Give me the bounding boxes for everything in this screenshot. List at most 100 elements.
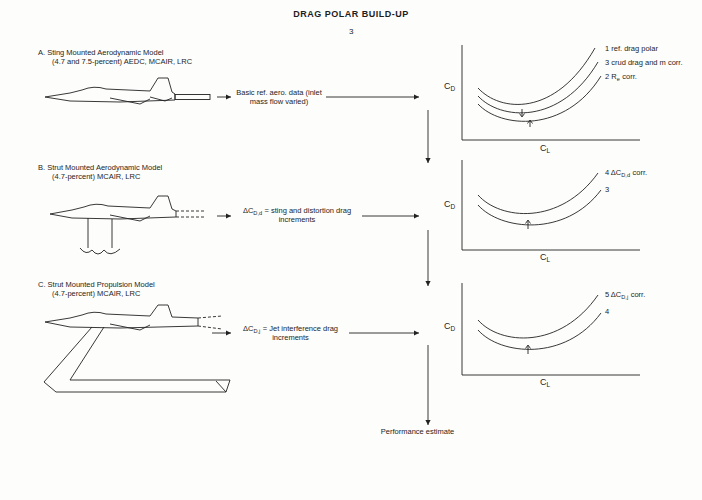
axis-label: CL (540, 253, 550, 262)
drag-polar-chart: CDCL4 ΔCD,dcorr.3 (420, 165, 690, 230)
arrow-line (326, 97, 419, 98)
axis-label: CD (444, 322, 455, 331)
label-text: 4 ΔC (605, 168, 621, 177)
label-text: 1 ref. drag polar (605, 44, 658, 53)
note-text: ΔC (243, 324, 253, 333)
model-details: (4.7 and 7.5-percent) AEDC, MCAIR, LRC (38, 57, 217, 66)
model-heading: C. Strut Mounted Propulsion Model (38, 280, 212, 289)
subscript: D (451, 85, 456, 92)
subscript: D (451, 203, 456, 210)
aircraft-strut-aero-model (50, 196, 206, 254)
curve-label: 4 ΔCD,dcorr. (605, 168, 647, 177)
note-text: ΔCD,j= Jet interference drag increments (232, 324, 349, 342)
arrowhead (414, 213, 419, 218)
subscript: D,d (253, 210, 262, 216)
subscript: L (547, 381, 551, 388)
axis-label: CD (444, 200, 455, 209)
note-text: Basic ref. aero. data (inlet mass flow v… (236, 88, 321, 106)
label-text: C (444, 81, 451, 91)
drag-polar-chart: CDCL5 ΔCD,jcorr.4 (420, 288, 690, 345)
arrow-line (349, 333, 419, 334)
curve-label: 3 crud drag and m corr. (605, 58, 683, 67)
flow-arrow (349, 330, 419, 335)
model-heading: A. Sting Mounted Aerodynamic Model (38, 48, 217, 57)
curve-label: 5 ΔCD,jcorr. (605, 290, 645, 299)
axis-label: CL (540, 378, 550, 387)
arrowhead (226, 94, 231, 99)
drag-polar-chart: CDCL1 ref. drag polar3 crud drag and m c… (420, 35, 690, 110)
curve-label: 3 (605, 185, 609, 194)
drag-polar-chart-b (462, 160, 640, 250)
label-text: corr. (631, 290, 646, 299)
page-title: DRAG POLAR BUILD-UP (0, 9, 702, 19)
arrowhead (226, 330, 231, 335)
axis-label: CD (444, 82, 455, 91)
label-text: corr. (622, 72, 637, 81)
curve-label: 4 (605, 307, 609, 316)
arrowhead (425, 281, 430, 286)
data-note: Basic ref. aero. data (inlet mass flow v… (232, 88, 326, 106)
flow-arrow (362, 213, 419, 218)
axis-label: CL (540, 144, 550, 153)
flow-arrow (425, 230, 430, 286)
subscript: D,j (253, 328, 260, 334)
arrowhead (425, 420, 430, 425)
result-note: Performance estimate (380, 427, 455, 436)
model-panel: A. Sting Mounted Aerodynamic Model(4.7 a… (38, 48, 217, 112)
flow-arrow (217, 94, 231, 99)
label-text: 2 R (605, 72, 617, 81)
subscript: D (451, 325, 456, 332)
label-text: 5 ΔC (605, 290, 621, 299)
drag-polar-chart-c (462, 283, 640, 375)
arrowhead (414, 94, 419, 99)
subscript: e (617, 76, 620, 82)
label-text: C (540, 377, 547, 387)
model-details: (4.7-percent) MCAIR, LRC (38, 289, 212, 298)
aircraft-propulsion-model (44, 305, 230, 392)
label-text: C (444, 199, 451, 209)
note-text: Basic ref. aero. data (inlet mass flow v… (232, 88, 326, 106)
model-panel: B. Strut Mounted Aerodynamic Model(4.7-p… (38, 163, 217, 225)
note-text: = Jet interference drag increments (263, 324, 338, 342)
aircraft-sting-model (45, 78, 210, 104)
model-panel: C. Strut Mounted Propulsion Model(4.7-pe… (38, 280, 212, 350)
label-text: C (540, 143, 547, 153)
subscript: L (547, 256, 551, 263)
label-text: 3 crud drag and m corr. (605, 58, 683, 67)
arrowhead (414, 330, 419, 335)
note-text: Performance estimate (380, 427, 455, 436)
arrowhead (425, 158, 430, 163)
flow-arrow (217, 213, 231, 218)
increment-note: ΔCD,d= sting and distortion drag increme… (232, 206, 362, 224)
curve-label: 1 ref. drag polar (605, 44, 658, 53)
arrow-line (428, 345, 429, 425)
flow-arrow (425, 345, 430, 425)
label-text: 3 (605, 185, 609, 194)
arrowhead (226, 213, 231, 218)
arrow-line (428, 230, 429, 286)
label-text: C (540, 252, 547, 262)
label-text: corr. (633, 168, 648, 177)
note-text: ΔCD,d= sting and distortion drag increme… (232, 206, 362, 224)
note-text: ΔC (243, 206, 253, 215)
arrow-line (428, 110, 429, 163)
increment-note: ΔCD,j= Jet interference drag increments (232, 324, 349, 342)
flow-arrow (212, 330, 231, 335)
flow-arrow (326, 94, 419, 99)
subscript: D,d (621, 172, 630, 178)
model-details: (4.7-percent) MCAIR, LRC (38, 172, 217, 181)
flow-arrow (425, 110, 430, 163)
label-text: 4 (605, 307, 609, 316)
label-text: C (444, 321, 451, 331)
curve-label: 2 Recorr. (605, 72, 637, 81)
note-text: = sting and distortion drag increments (265, 206, 352, 224)
page-number: 3 (349, 27, 353, 36)
model-heading: B. Strut Mounted Aerodynamic Model (38, 163, 217, 172)
subscript: D,j (621, 294, 628, 300)
arrow-line (362, 216, 419, 217)
subscript: L (547, 147, 551, 154)
note-text: Performance estimate (381, 427, 454, 436)
